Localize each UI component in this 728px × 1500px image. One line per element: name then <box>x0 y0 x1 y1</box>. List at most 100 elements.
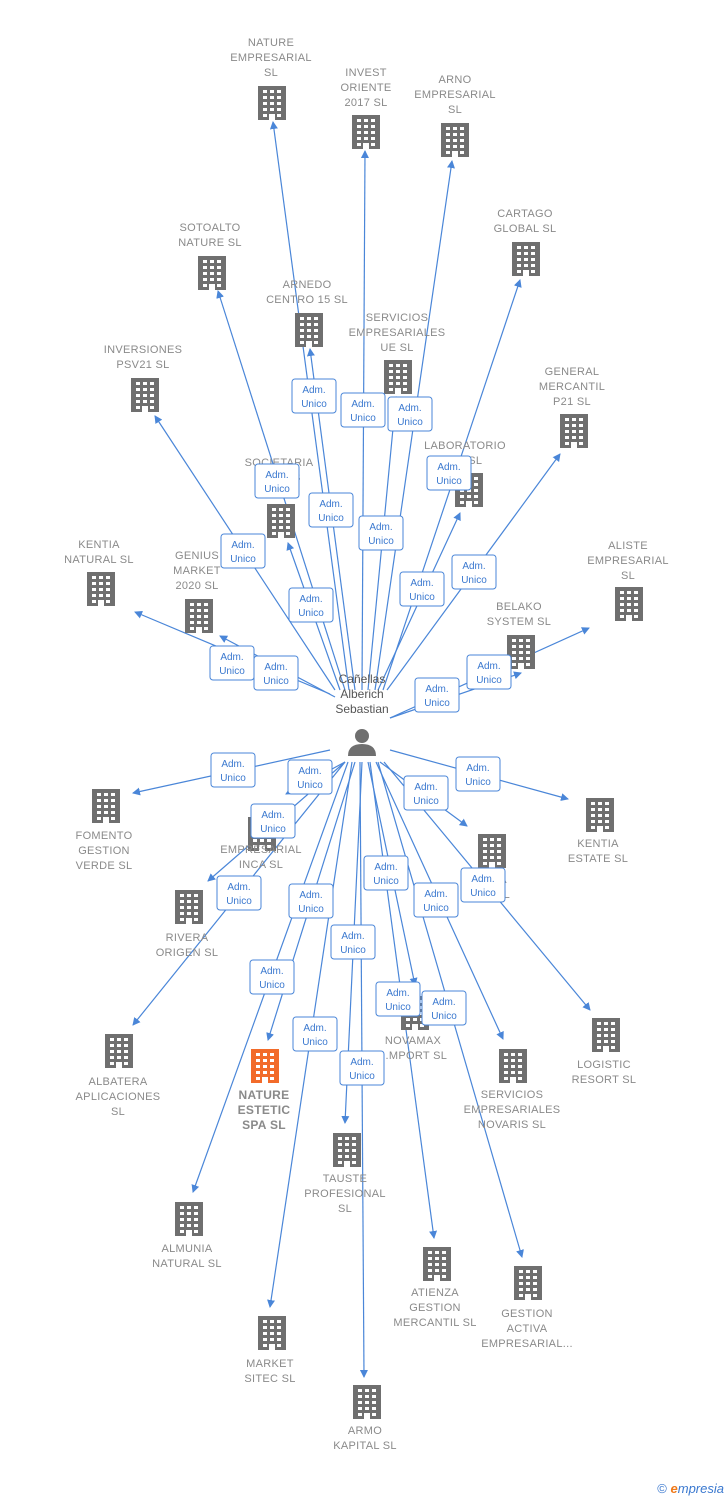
person-icon <box>348 729 376 756</box>
relation-badge[interactable]: Adm.Unico <box>339 1050 385 1086</box>
company-name-line: SL <box>338 1203 352 1215</box>
relation-badge[interactable]: Adm.Unico <box>414 677 460 713</box>
relation-label: Unico <box>373 876 399 887</box>
relation-label: Adm. <box>220 652 243 663</box>
relation-badge[interactable]: Adm.Unico <box>292 1016 338 1052</box>
relation-badge[interactable]: Adm.Unico <box>250 803 296 839</box>
relation-badge[interactable]: Adm.Unico <box>291 378 337 414</box>
building-icon <box>499 1049 527 1083</box>
building-icon <box>352 115 380 149</box>
relation-badge[interactable]: Adm.Unico <box>451 554 497 590</box>
company-name-line: MARKET <box>246 1358 294 1370</box>
relation-label: Adm. <box>303 1023 326 1034</box>
company-name-line: NATURE <box>239 1088 290 1102</box>
brand-logo-e: e <box>670 1481 678 1496</box>
relation-label: Unico <box>226 896 252 907</box>
company-name-line: GENERAL <box>545 366 600 378</box>
company-name-line: UE SL <box>380 342 413 354</box>
company-name-line: NOVAMAX <box>385 1035 442 1047</box>
company-name-line: ALBATERA <box>88 1076 147 1088</box>
footer-brand[interactable]: © empresia <box>657 1481 724 1496</box>
relation-badge[interactable]: Adm.Unico <box>249 959 295 995</box>
company-name-line: GESTION <box>409 1302 461 1314</box>
relation-label: Unico <box>476 675 502 686</box>
company-name-line: SL <box>111 1106 125 1118</box>
relation-label: Unico <box>431 1011 457 1022</box>
relation-badge[interactable]: Adm.Unico <box>288 587 334 623</box>
relation-badge[interactable]: Adm.Unico <box>340 392 386 428</box>
relation-badge[interactable]: Adm.Unico <box>363 855 409 891</box>
relation-badge[interactable]: Adm.Unico <box>426 455 472 491</box>
relation-badge[interactable]: Adm.Unico <box>288 883 334 919</box>
relation-label: Adm. <box>260 966 283 977</box>
building-icon <box>175 890 203 924</box>
relation-label: Adm. <box>350 1057 373 1068</box>
brand-logo-text: mpresia <box>677 1481 724 1496</box>
relation-badge[interactable]: Adm.Unico <box>216 875 262 911</box>
company-name-line: CENTRO 15 SL <box>266 294 348 306</box>
company-name-line: ARMO <box>348 1425 382 1437</box>
building-icon <box>507 635 535 669</box>
relation-badge[interactable]: Adm.Unico <box>399 571 445 607</box>
company-name-line: RIVERA <box>166 932 209 944</box>
company-name-line: SERVICIOS <box>366 312 428 324</box>
building-icon <box>353 1385 381 1419</box>
relation-label: Unico <box>297 780 323 791</box>
relation-badge[interactable]: Adm.Unico <box>387 396 433 432</box>
company-name-line: GLOBAL SL <box>494 223 557 235</box>
relation-badge[interactable]: Adm.Unico <box>460 867 506 903</box>
relation-badge[interactable]: Adm.Unico <box>358 515 404 551</box>
relation-label: Unico <box>318 513 344 524</box>
relation-badge[interactable]: Adm.Unico <box>220 533 266 569</box>
relation-badge[interactable]: Adm.Unico <box>421 990 467 1026</box>
relation-badge[interactable]: Adm.Unico <box>210 752 256 788</box>
company-name-line: ORIENTE <box>341 82 392 94</box>
company-node-gestion-activa[interactable]: GESTIONACTIVAEMPRESARIAL... <box>481 1266 573 1350</box>
relation-badge[interactable]: Adm.Unico <box>330 924 376 960</box>
relation-badge[interactable]: Adm.Unico <box>308 492 354 528</box>
company-name-line: ATIENZA <box>411 1287 459 1299</box>
relation-label: Adm. <box>298 766 321 777</box>
relation-badge[interactable]: Adm.Unico <box>466 654 512 690</box>
company-name-line: FOMENTO <box>76 830 133 842</box>
relation-badge[interactable]: Adm.Unico <box>455 756 501 792</box>
relation-label: Unico <box>413 796 439 807</box>
relation-badge[interactable]: Adm.Unico <box>209 645 255 681</box>
relation-badge[interactable]: Adm.Unico <box>413 882 459 918</box>
relation-badge[interactable]: Adm.Unico <box>375 981 421 1017</box>
building-icon <box>441 123 469 157</box>
relation-label: Adm. <box>398 403 421 414</box>
company-name-line: NATURAL SL <box>64 554 134 566</box>
relation-badge[interactable]: Adm.Unico <box>254 463 300 499</box>
relation-badge[interactable]: Adm. Unico <box>287 759 333 795</box>
relation-badge[interactable]: Adm.Unico <box>403 775 449 811</box>
relation-badge[interactable]: Adm.Unico <box>253 655 299 691</box>
